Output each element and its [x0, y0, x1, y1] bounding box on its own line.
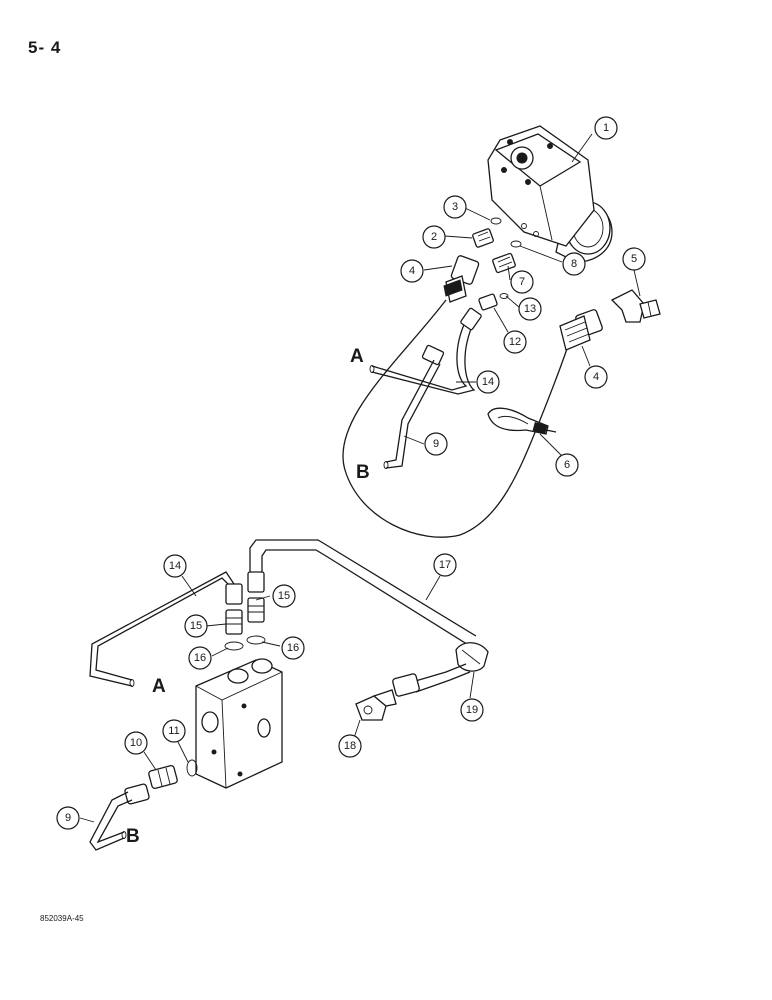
callout: 19 [460, 698, 484, 722]
page-number: 5- 4 [28, 38, 62, 57]
callout: 17 [433, 553, 457, 577]
tube-17 [247, 539, 477, 647]
adapter-fitting [478, 293, 498, 311]
adapter-fitting [247, 597, 265, 623]
o-ring [224, 641, 244, 651]
svg-text:9: 9 [65, 812, 71, 824]
callout: 8 [562, 252, 586, 276]
o-ring [186, 759, 198, 777]
svg-text:7: 7 [519, 276, 525, 288]
callout: 3 [443, 195, 467, 219]
tube-14-upper [369, 307, 482, 395]
callout: 14 [163, 554, 187, 578]
control-valve [195, 658, 283, 789]
callout: 4 [400, 259, 424, 283]
svg-text:1: 1 [603, 122, 609, 134]
tube-9-lower [89, 783, 150, 851]
connection-label-b: B [126, 826, 140, 847]
svg-text:8: 8 [571, 258, 577, 270]
svg-text:16: 16 [287, 642, 299, 654]
hose-clamp [487, 407, 557, 435]
callout: 14 [476, 370, 500, 394]
callout: 16 [188, 646, 212, 670]
hose-assembly [342, 255, 571, 538]
callout: 15 [184, 614, 208, 638]
svg-text:6: 6 [564, 459, 570, 471]
connection-label-a: A [152, 676, 166, 697]
callout: 15 [272, 584, 296, 608]
adapter-fitting [225, 609, 243, 635]
callout: 10 [124, 731, 148, 755]
svg-text:14: 14 [482, 376, 494, 388]
svg-text:15: 15 [190, 620, 202, 632]
svg-text:14: 14 [169, 560, 181, 572]
callout: 7 [510, 270, 534, 294]
svg-text:17: 17 [439, 559, 451, 571]
svg-text:16: 16 [194, 652, 206, 664]
callout: 12 [503, 330, 527, 354]
o-ring [499, 293, 509, 299]
svg-text:9: 9 [433, 438, 439, 450]
svg-text:4: 4 [409, 265, 415, 277]
callout: 1 [594, 116, 618, 140]
connection-label-a: A [350, 346, 364, 367]
callout: 9 [424, 432, 448, 456]
steering-control-unit [487, 125, 613, 263]
svg-text:3: 3 [452, 201, 458, 213]
callout: 11 [162, 719, 186, 743]
elbow-fitting [355, 689, 397, 721]
callout: 13 [518, 297, 542, 321]
elbow-fitting [610, 289, 661, 323]
callout: 16 [281, 636, 305, 660]
callout: 9 [56, 806, 80, 830]
callout: 18 [338, 734, 362, 758]
drawing-code: 852039A-45 [40, 914, 84, 923]
tube-9-upper [383, 359, 441, 469]
callout: 2 [422, 225, 446, 249]
callout: 5 [622, 247, 646, 271]
adapter-fitting [148, 764, 178, 790]
adapter-fitting [492, 252, 516, 274]
svg-text:4: 4 [593, 371, 599, 383]
callout: 6 [555, 453, 579, 477]
callout: 4 [584, 365, 608, 389]
svg-text:2: 2 [431, 231, 437, 243]
o-ring [246, 635, 266, 645]
adapter-fitting [472, 228, 494, 248]
tube-14-lower [89, 571, 243, 687]
svg-text:19: 19 [466, 704, 478, 716]
svg-text:12: 12 [509, 336, 521, 348]
svg-text:5: 5 [631, 253, 637, 265]
tube-19 [392, 642, 489, 697]
svg-text:18: 18 [344, 740, 356, 752]
hose-assembly [559, 309, 603, 351]
svg-text:15: 15 [278, 590, 290, 602]
leader-lines [79, 133, 641, 823]
svg-text:11: 11 [168, 725, 179, 737]
svg-text:10: 10 [130, 737, 142, 749]
o-ring [490, 217, 502, 225]
connection-label-b: B [356, 462, 370, 483]
svg-text:13: 13 [524, 303, 536, 315]
o-ring [510, 240, 522, 248]
